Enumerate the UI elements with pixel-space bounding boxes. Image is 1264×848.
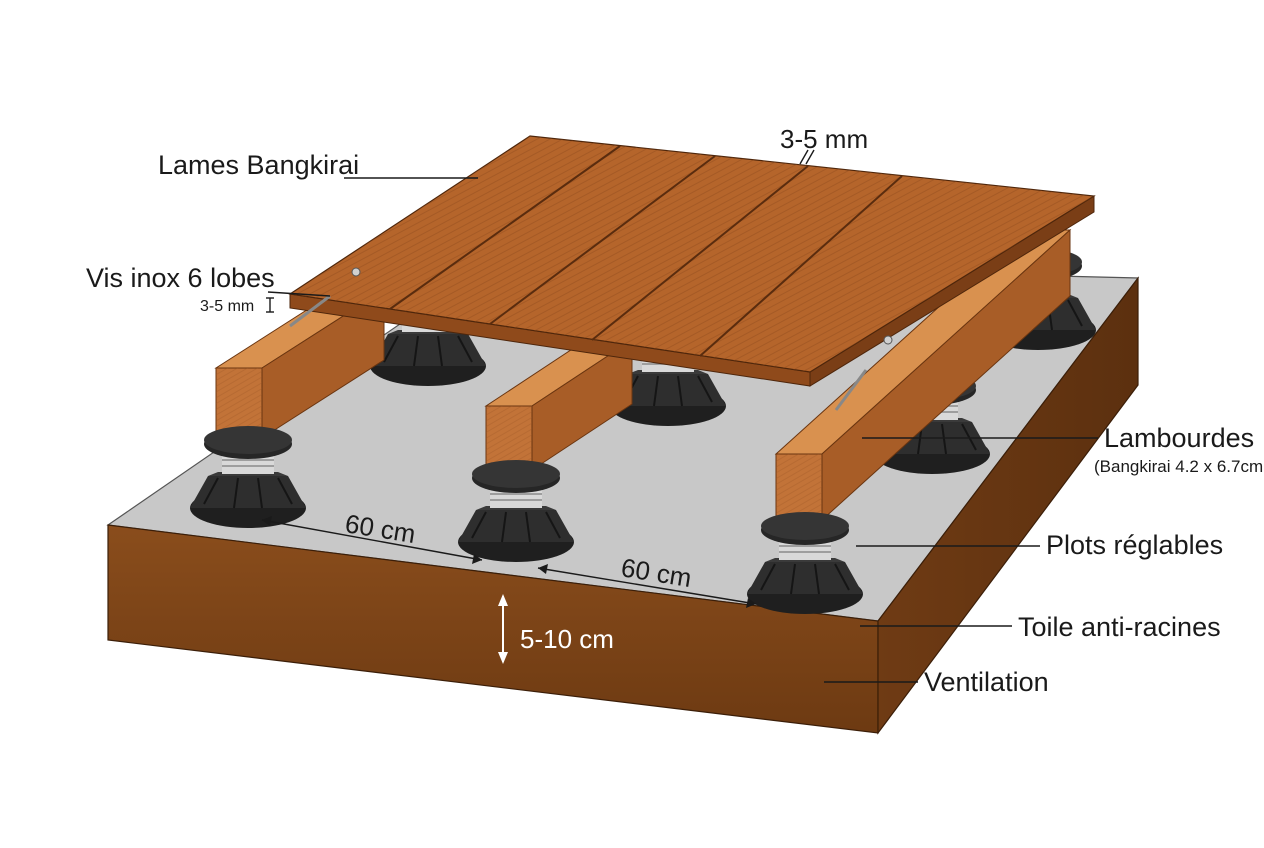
label-plots: Plots réglables <box>1046 530 1223 560</box>
soil-side-face <box>877 276 1139 735</box>
screw-head <box>351 267 361 277</box>
label-vis: Vis inox 6 lobes <box>86 263 275 293</box>
screw <box>289 294 331 328</box>
label-gap-top: 3-5 mm <box>780 124 868 154</box>
label-lambourdes: Lambourdes <box>1104 423 1254 453</box>
label-toile: Toile anti-racines <box>1018 612 1221 642</box>
leader-lines <box>266 149 1098 683</box>
label-ventilation: Ventilation <box>924 667 1049 697</box>
screw <box>834 369 868 411</box>
screw-head <box>883 335 893 345</box>
label-gap-side: 3-5 mm <box>200 298 254 315</box>
label-lambourdes-spec: (Bangkirai 4.2 x 6.7cm <box>1094 457 1263 476</box>
label-height: 5-10 cm <box>520 624 614 654</box>
deck-boards <box>288 135 1096 411</box>
dimension-arrows <box>261 516 757 664</box>
label-lames: Lames Bangkirai <box>158 150 359 180</box>
